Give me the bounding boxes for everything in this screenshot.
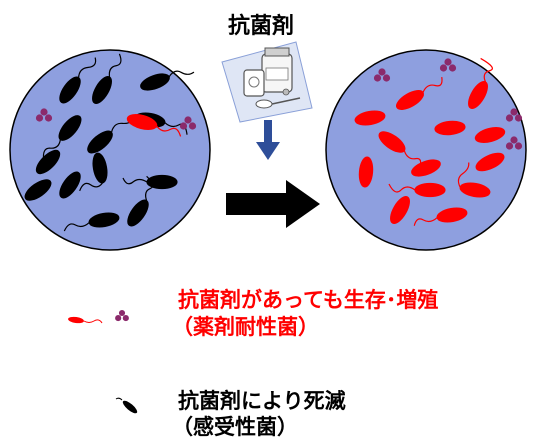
sensitive-label: 抗菌剤により死滅 — [178, 389, 346, 413]
resistant-label: 抗菌剤があっても生存･増殖 — [178, 288, 439, 312]
resistant-bacteria-group — [353, 57, 507, 227]
sensitive-bacteria-group — [21, 53, 195, 232]
antibiotic-title: 抗菌剤 — [228, 14, 295, 39]
drug-bottle-icon — [221, 41, 313, 123]
drug-application-arrow — [256, 120, 280, 160]
legend-resistant-icon — [68, 309, 129, 324]
transition-arrow — [226, 180, 320, 228]
petri-dish-after — [325, 49, 527, 251]
sensitive-sublabel: （感受性菌） — [172, 415, 298, 439]
resistant-sublabel: （薬剤耐性菌） — [172, 315, 319, 339]
resistant-bacterium — [125, 111, 182, 137]
legend-sensitive-icon — [115, 397, 138, 414]
petri-dish-before — [9, 49, 211, 251]
